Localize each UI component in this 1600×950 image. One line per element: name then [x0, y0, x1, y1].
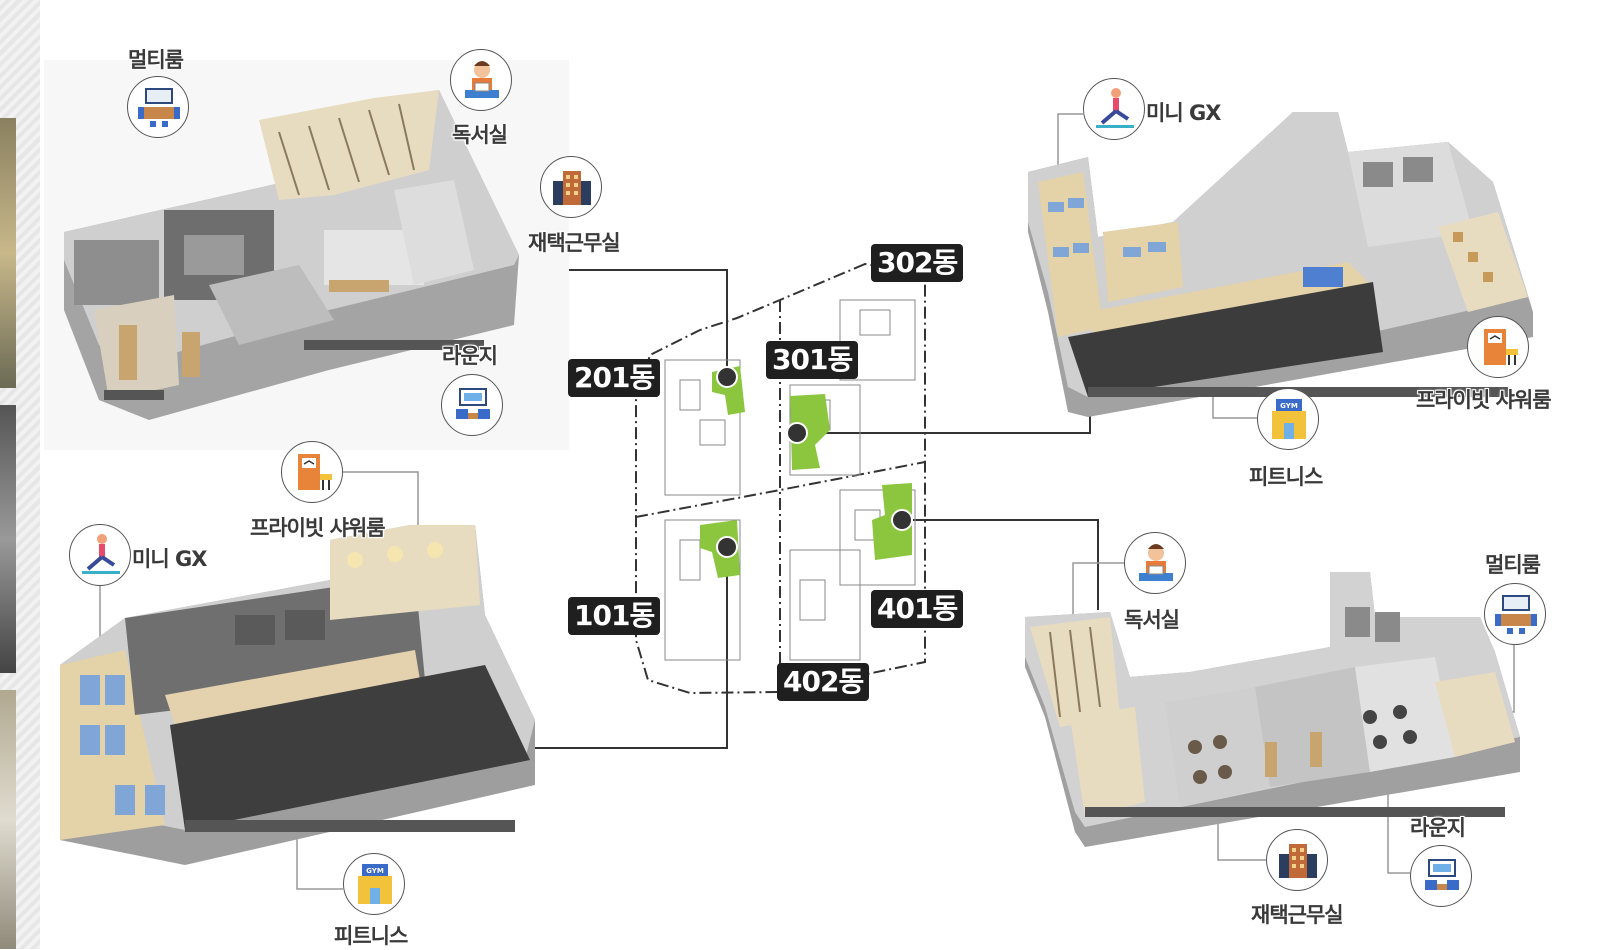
label-fitness: 피트니스	[334, 924, 408, 948]
building-tag-201: 201동	[568, 359, 661, 397]
label-lounge: 라운지	[442, 344, 498, 368]
meeting-table-icon	[127, 76, 189, 138]
connector-301	[797, 410, 1091, 434]
label-work-room: 재택근무실	[528, 231, 621, 255]
yoga-icon	[1083, 78, 1145, 140]
floor-plan-top-right	[1028, 112, 1533, 417]
office-building-icon	[540, 156, 602, 218]
reader-icon	[450, 49, 512, 111]
floor-plan-bottom-right	[1025, 572, 1520, 847]
marker-201	[716, 366, 738, 388]
label-multi-room: 멀티룸	[1485, 553, 1541, 577]
office-building-icon	[1266, 829, 1328, 891]
marker-301	[786, 422, 808, 444]
site-boundary	[635, 262, 926, 695]
label-reading-room: 독서실	[1124, 608, 1180, 632]
gym-icon: GYM	[1257, 388, 1319, 450]
label-reading-room: 독서실	[452, 123, 508, 147]
connector-401	[902, 519, 1099, 610]
label-mini-gx: 미니 GX	[1146, 101, 1221, 125]
building-tag-402: 402동	[777, 663, 870, 701]
floor-plan-bottom-left	[60, 525, 535, 865]
building-tag-101: 101동	[568, 597, 661, 635]
shower-door-icon	[281, 441, 343, 503]
label-work-room: 재택근무실	[1251, 903, 1344, 927]
label-private-shower: 프라이빗 샤워룸	[250, 516, 386, 540]
lounge-sofa-icon	[441, 374, 503, 436]
label-multi-room: 멀티룸	[128, 48, 184, 72]
shower-door-icon	[1467, 316, 1529, 378]
site-map	[635, 262, 926, 695]
gym-icon: GYM	[343, 853, 405, 915]
building-tag-301: 301동	[766, 341, 859, 379]
svg-text:GYM: GYM	[1280, 402, 1298, 410]
connector-201	[510, 269, 728, 377]
reader-icon	[1124, 532, 1186, 594]
side-photo	[0, 405, 16, 673]
label-fitness: 피트니스	[1249, 465, 1323, 489]
svg-text:GYM: GYM	[366, 867, 384, 875]
label-mini-gx: 미니 GX	[132, 547, 207, 571]
yoga-icon	[69, 524, 131, 586]
marker-401	[891, 509, 913, 531]
site-divider	[635, 461, 926, 518]
meeting-table-icon	[1484, 583, 1546, 645]
side-photo	[0, 118, 16, 388]
marker-101	[716, 536, 738, 558]
side-photo-strip	[0, 0, 40, 949]
label-lounge: 라운지	[1410, 816, 1466, 840]
building-tag-302: 302동	[871, 244, 964, 282]
building-tag-401: 401동	[871, 590, 964, 628]
side-photo	[0, 690, 16, 949]
lounge-sofa-icon	[1410, 845, 1472, 907]
highlight-301	[790, 394, 830, 470]
label-private-shower: 프라이빗 샤워룸	[1416, 388, 1552, 412]
connector-101	[520, 547, 728, 749]
